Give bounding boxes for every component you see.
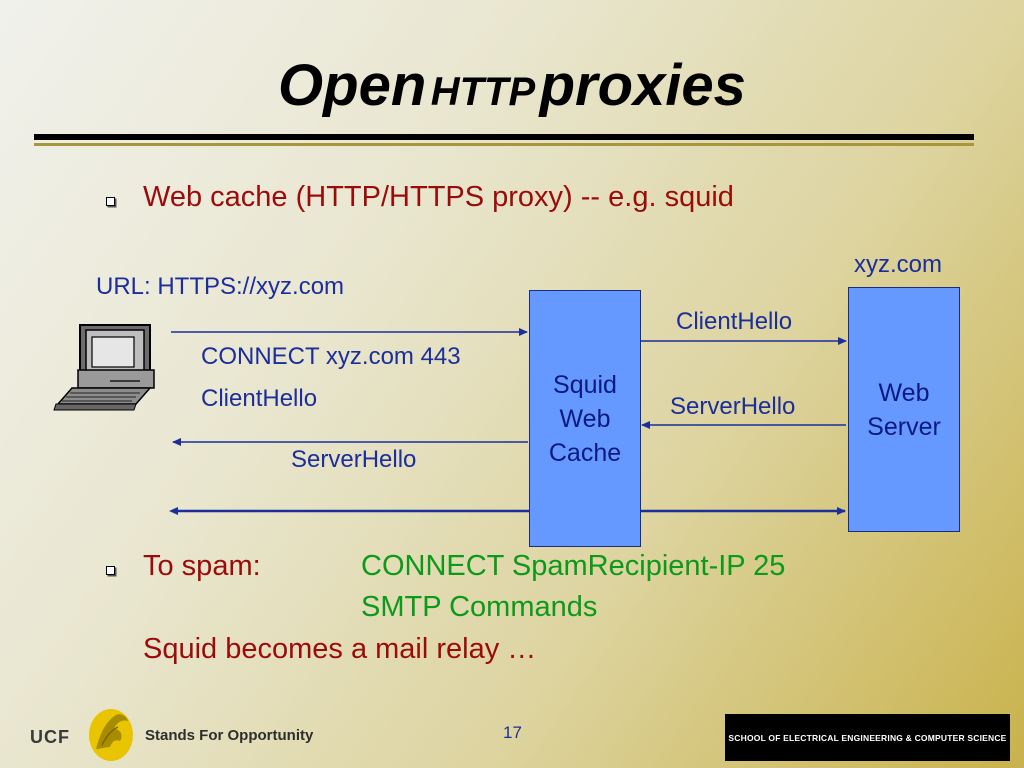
spam-label: To spam: [143, 550, 261, 582]
squid-box-line3: Cache [548, 438, 622, 467]
page-number: 17 [503, 723, 522, 742]
computer-icon [53, 324, 155, 411]
mail-relay-note: Squid becomes a mail relay … [143, 633, 537, 665]
url-label: URL: HTTPS://xyz.com [96, 273, 345, 300]
server-domain-label: xyz.com [854, 251, 943, 278]
squid-box-line2: Web [559, 404, 611, 433]
bullet-square-icon [106, 197, 115, 206]
bullet-square-icon [106, 566, 115, 575]
web-server-box: Web Server [848, 287, 960, 532]
school-name: SCHOOL OF ELECTRICAL ENGINEERING & COMPU… [728, 732, 1007, 743]
title-rule-thick [34, 134, 974, 140]
bullet-web-cache: Web cache (HTTP/HTTPS proxy) -- e.g. squ… [143, 181, 734, 213]
pegasus-logo-icon [89, 709, 133, 761]
server-hello-left-label: ServerHello [291, 446, 417, 473]
slide-title: Open HTTP proxies [0, 52, 1024, 119]
spam-connect-command: CONNECT SpamRecipient-IP 25 [361, 550, 786, 582]
client-hello-right-label: ClientHello [676, 308, 793, 335]
title-word-proxies: proxies [539, 53, 746, 118]
squid-web-cache-box: Squid Web Cache [529, 290, 641, 547]
connect-message: CONNECT xyz.com 443 [201, 343, 461, 370]
squid-box-line1: Squid [553, 370, 617, 399]
title-word-http: HTTP [430, 70, 536, 114]
web-box-line1: Web [878, 378, 930, 407]
smtp-commands: SMTP Commands [361, 591, 598, 623]
web-box-line2: Server [867, 412, 941, 441]
title-word-open: Open [278, 53, 427, 118]
server-hello-right-label: ServerHello [670, 393, 796, 420]
title-rule-thin [34, 143, 974, 146]
client-hello-left-label: ClientHello [201, 385, 318, 412]
school-banner: SCHOOL OF ELECTRICAL ENGINEERING & COMPU… [725, 714, 1010, 761]
ucf-logo-text: UCF [30, 727, 70, 747]
ucf-tagline: Stands For Opportunity [145, 727, 314, 744]
